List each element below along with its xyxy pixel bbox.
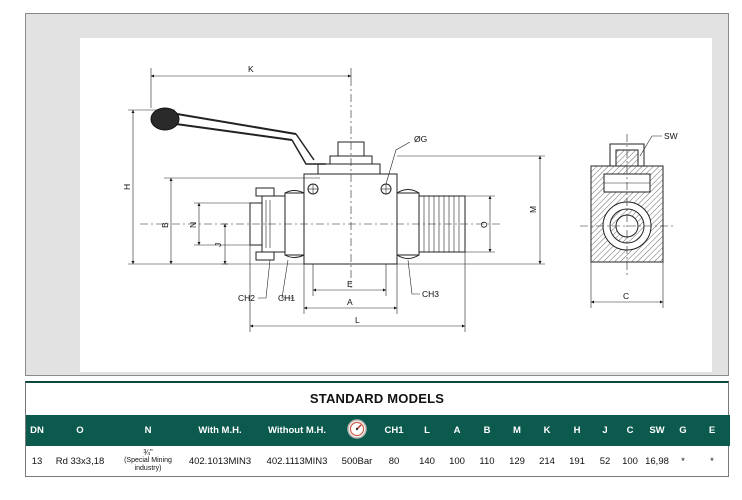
cell-sw: 16,98 [645, 455, 669, 467]
dim-label-j: J [213, 243, 223, 247]
col-header-g: G [672, 415, 694, 446]
dim-label-n: N [188, 222, 198, 228]
dimension-lines [128, 68, 545, 332]
cell-pressure: 500Bar [341, 455, 373, 467]
technical-drawing-frame: K H B N J ØG O M E A L CH2 CH1 CH3 SW C [25, 13, 729, 376]
cell-n-note: (Special Mining industry) [124, 457, 172, 472]
col-header-o: O [48, 415, 112, 446]
col-header-with-mh: With M.H. [184, 415, 256, 446]
dim-label-k: K [248, 64, 254, 74]
cell-a: 100 [449, 455, 465, 467]
technical-drawing: K H B N J ØG O M E A L CH2 CH1 CH3 SW C [80, 38, 712, 372]
valve-side-view [140, 78, 500, 288]
table-title: STANDARD MODELS [309, 391, 445, 406]
end-view-dimensions [590, 135, 664, 308]
col-header-m: M [502, 415, 532, 446]
col-header-n: N [112, 415, 184, 446]
dim-label-sw: SW [664, 131, 678, 141]
cell-k: 214 [539, 455, 555, 467]
col-header-h: H [562, 415, 592, 446]
col-header-dn: DN [26, 415, 48, 446]
pressure-gauge-icon [347, 419, 367, 439]
cell-dn: 13 [31, 455, 43, 467]
cell-h: 191 [569, 455, 585, 467]
cell-l: 140 [419, 455, 435, 467]
cell-m: 129 [509, 455, 525, 467]
cell-b: 110 [479, 455, 495, 467]
col-header-l: L [412, 415, 442, 446]
col-header-pressure [338, 415, 376, 446]
col-header-ch1: CH1 [376, 415, 412, 446]
dim-label-o: O [479, 221, 489, 228]
dim-label-g: ØG [414, 134, 427, 144]
dim-label-l: L [355, 315, 360, 325]
standard-models-table: DN O N With M.H. Without M.H. CH1 L A B [26, 415, 730, 476]
col-header-without-mh: Without M.H. [256, 415, 338, 446]
col-header-b: B [472, 415, 502, 446]
dim-label-c: C [623, 291, 629, 301]
cell-g: * [681, 455, 685, 467]
standard-models-table-panel: STANDARD MODELS DN O N With M.H. Without… [25, 381, 730, 477]
dim-label-m: M [528, 206, 538, 213]
col-header-a: A [442, 415, 472, 446]
cell-e: * [710, 455, 714, 467]
valve-end-view [580, 134, 674, 278]
cell-n-size: ¾" [143, 448, 153, 457]
table-header-row: DN O N With M.H. Without M.H. CH1 L A B [26, 415, 730, 446]
dim-label-b: B [160, 222, 170, 228]
dim-label-h: H [122, 184, 132, 190]
col-header-j: J [592, 415, 618, 446]
cell-without-mh: 402.1113MIN3 [266, 455, 328, 467]
dim-label-e: E [347, 279, 353, 289]
dim-label-a: A [347, 297, 353, 307]
col-header-e: E [694, 415, 730, 446]
cell-j: 52 [599, 455, 611, 467]
cell-c: 100 [622, 455, 638, 467]
cell-n: ¾" (Special Mining industry) [112, 446, 184, 476]
table-row: 13 Rd 33x3,18 ¾" (Special Mining industr… [26, 446, 730, 476]
col-header-c: C [618, 415, 642, 446]
cell-with-mh: 402.1013MIN3 [188, 455, 252, 467]
dim-label-ch1: CH1 [278, 293, 295, 303]
dim-label-ch3: CH3 [422, 289, 439, 299]
col-header-k: K [532, 415, 562, 446]
ball-valve-drawing-svg: K H B N J ØG O M E A L CH2 CH1 CH3 SW C [122, 64, 678, 332]
cell-o: Rd 33x3,18 [55, 455, 105, 467]
cell-ch1: 80 [388, 455, 400, 467]
dim-label-ch2: CH2 [238, 293, 255, 303]
col-header-sw: SW [642, 415, 672, 446]
